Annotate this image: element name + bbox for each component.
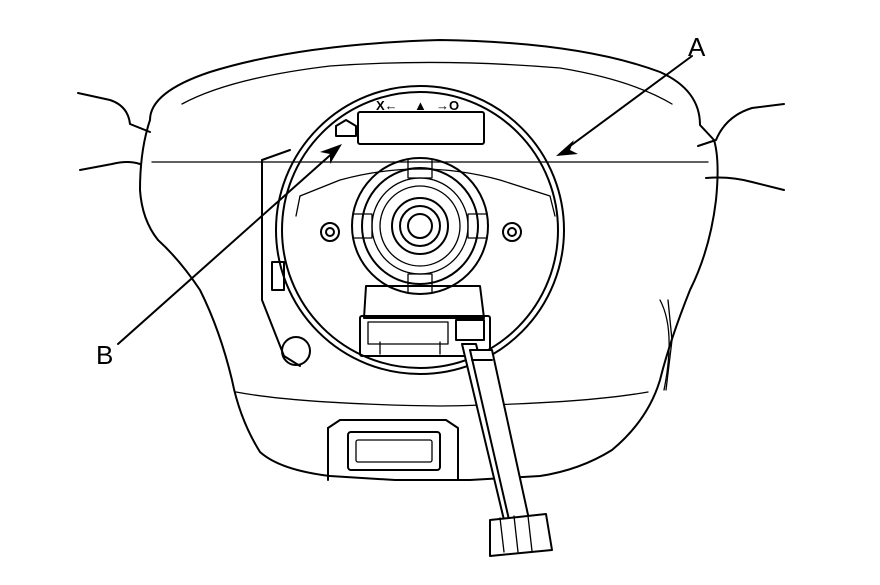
mark-right: →O: [436, 98, 459, 113]
mounting-boss-left: [320, 222, 340, 242]
callout-a-label: A: [688, 32, 706, 62]
mark-center: ▲: [414, 98, 427, 113]
alignment-arrow-mark: [335, 119, 357, 137]
alignment-window: [357, 111, 485, 145]
cable-reel: [261, 85, 565, 375]
wire-harness: [461, 343, 553, 557]
reel-hub: [351, 157, 489, 295]
leader-b: [117, 144, 342, 345]
leader-a: [556, 55, 693, 156]
connector-block: [359, 285, 491, 357]
callout-b-label: B: [96, 340, 113, 370]
steering-pad-shell: [139, 39, 719, 481]
pad-hole: [281, 336, 311, 366]
mounting-boss-right: [502, 222, 522, 242]
bottom-slot: [327, 419, 459, 481]
alignment-marks: X← ▲ →O: [376, 98, 459, 113]
wheel-spokes: [77, 92, 785, 191]
mark-left: X←: [376, 98, 398, 113]
